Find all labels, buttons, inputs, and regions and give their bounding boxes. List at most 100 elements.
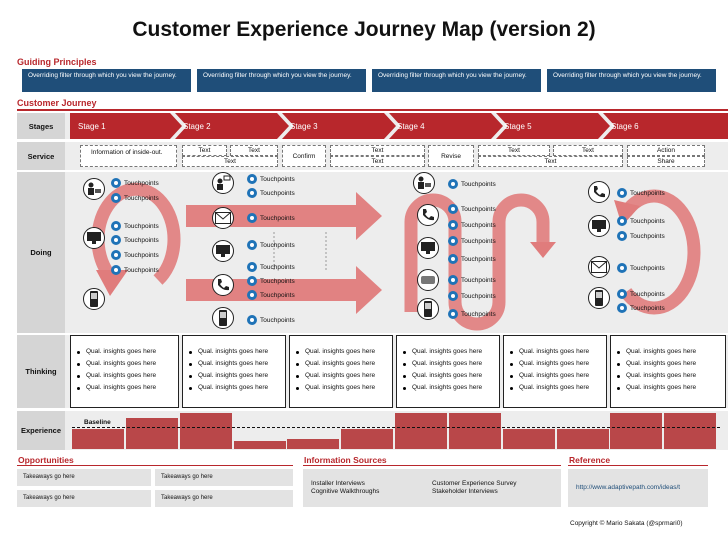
guiding-principle-box: Overriding filter through which you view… — [22, 69, 191, 92]
touchpoint-icon — [617, 263, 627, 273]
insight-item: Qual. insights goes here — [510, 370, 606, 382]
u-turn-arrow — [404, 193, 550, 331]
touchpoint-icon — [617, 188, 627, 198]
thinking-label: Thinking — [17, 335, 65, 408]
touchpoint: Touchpoints — [617, 263, 665, 273]
touchpoint-icon — [111, 193, 121, 203]
source-item: Stakeholder Interviews — [432, 488, 498, 495]
touchpoint-icon — [111, 265, 121, 275]
service-info-box: Information of inside-out. — [80, 145, 177, 167]
touchpoint-icon — [448, 291, 458, 301]
information-sources-heading: Information Sources — [304, 455, 387, 465]
stage-2-label: Stage 2 — [183, 122, 211, 131]
takeaway-box: Takeaways go here — [155, 490, 293, 507]
stage-chevron — [389, 113, 503, 139]
touchpoint: Touchpoints — [247, 276, 295, 286]
touchpoint: Touchpoints — [617, 188, 665, 198]
experience-bar — [287, 439, 339, 449]
reference-link[interactable]: http://www.adaptivepath.com/ideas/t — [576, 484, 681, 491]
insight-item: Qual. insights goes here — [296, 382, 392, 394]
person-speech-icon — [212, 172, 234, 194]
touchpoint-icon — [617, 289, 627, 299]
service-action-box: Action — [627, 145, 705, 156]
loop-arrow — [91, 182, 181, 285]
u-turn-arrowhead — [530, 242, 556, 258]
touchpoint-icon — [448, 309, 458, 319]
right-arrow — [186, 192, 382, 240]
takeaway-box: Takeaways go here — [17, 490, 151, 507]
opportunities-heading: Opportunities — [18, 455, 74, 465]
touchpoint-icon — [448, 275, 458, 285]
telephone-icon — [588, 181, 610, 203]
touchpoint: Touchpoints — [448, 236, 496, 246]
insight-item: Qual. insights goes here — [617, 346, 725, 358]
mobile-phone-icon — [83, 288, 105, 310]
insight-item: Qual. insights goes here — [617, 382, 725, 394]
experience-bar — [610, 413, 662, 449]
insight-item: Qual. insights goes here — [77, 382, 178, 394]
touchpoint-icon — [247, 174, 257, 184]
touchpoint: Touchpoints — [111, 221, 159, 231]
insight-item: Qual. insights goes here — [510, 346, 606, 358]
telephone-icon — [417, 204, 439, 226]
stage-1-label: Stage 1 — [78, 122, 106, 131]
touchpoint-icon — [111, 250, 121, 260]
stages-label: Stages — [17, 113, 65, 139]
experience-bar — [180, 413, 232, 449]
insight-item: Qual. insights goes here — [403, 370, 499, 382]
insight-item: Qual. insights goes here — [296, 358, 392, 370]
stage-4-label: Stage 4 — [397, 122, 425, 131]
loop-arrowhead — [96, 270, 128, 296]
sources-box: Installer Interviews Cognitive Walkthrou… — [303, 469, 561, 507]
touchpoint-icon — [111, 178, 121, 188]
touchpoint: Touchpoints — [111, 178, 159, 188]
email-icon — [212, 207, 234, 229]
touchpoint: Touchpoints — [448, 291, 496, 301]
experience-bars — [72, 411, 716, 449]
stage-chevron — [603, 113, 728, 139]
touchpoint-icon — [247, 315, 257, 325]
copyright: Copyright © Mario Sakata (@sprmari0) — [570, 520, 683, 527]
customer-journey-heading: Customer Journey — [17, 98, 97, 108]
insight-item: Qual. insights goes here — [403, 346, 499, 358]
touchpoint-icon — [247, 213, 257, 223]
insight-item: Qual. insights goes here — [77, 358, 178, 370]
service-text-box: Text — [330, 156, 425, 167]
source-item: Customer Experience Survey — [432, 480, 517, 487]
reference-box: http://www.adaptivepath.com/ideas/t — [568, 469, 708, 507]
touchpoint-icon — [111, 221, 121, 231]
reference-underline — [568, 465, 708, 466]
touchpoint: Touchpoints — [617, 231, 665, 241]
doing-row-bg — [17, 172, 728, 333]
touchpoint: Touchpoints — [448, 309, 496, 319]
touchpoint: Touchpoints — [247, 174, 295, 184]
touchpoint-icon — [448, 254, 458, 264]
person-computer-icon — [413, 172, 435, 194]
stage-5-label: Stage 5 — [504, 122, 532, 131]
touchpoint: Touchpoints — [448, 204, 496, 214]
takeaway-box: Takeaways go here — [17, 469, 151, 486]
service-text-box: Text — [553, 145, 623, 156]
touchpoint-icon — [247, 188, 257, 198]
mobile-phone-icon — [417, 298, 439, 320]
guiding-principles-heading: Guiding Principles — [17, 57, 97, 67]
touchpoint-icon — [617, 216, 627, 226]
touchpoint-icon — [617, 231, 627, 241]
insight-item: Qual. insights goes here — [296, 370, 392, 382]
service-text-box: Text — [182, 156, 278, 167]
service-revise-box: Revise — [428, 145, 474, 167]
service-share-box: Share — [627, 156, 705, 167]
doing-label: Doing — [17, 172, 65, 333]
thinking-box: Qual. insights goes here Qual. insights … — [610, 335, 726, 408]
service-text-box: Text — [478, 145, 550, 156]
service-text-box: Text — [330, 145, 425, 156]
insight-item: Qual. insights goes here — [189, 382, 285, 394]
experience-bar — [449, 413, 501, 449]
stage-chevrons — [70, 113, 728, 139]
touchpoint: Touchpoints — [111, 235, 159, 245]
person-computer-icon — [83, 178, 105, 200]
touchpoint: Touchpoints — [448, 179, 496, 189]
service-confirm-box: Confirm — [282, 145, 326, 167]
source-item: Cognitive Walkthroughs — [311, 488, 380, 495]
insight-item: Qual. insights goes here — [189, 346, 285, 358]
